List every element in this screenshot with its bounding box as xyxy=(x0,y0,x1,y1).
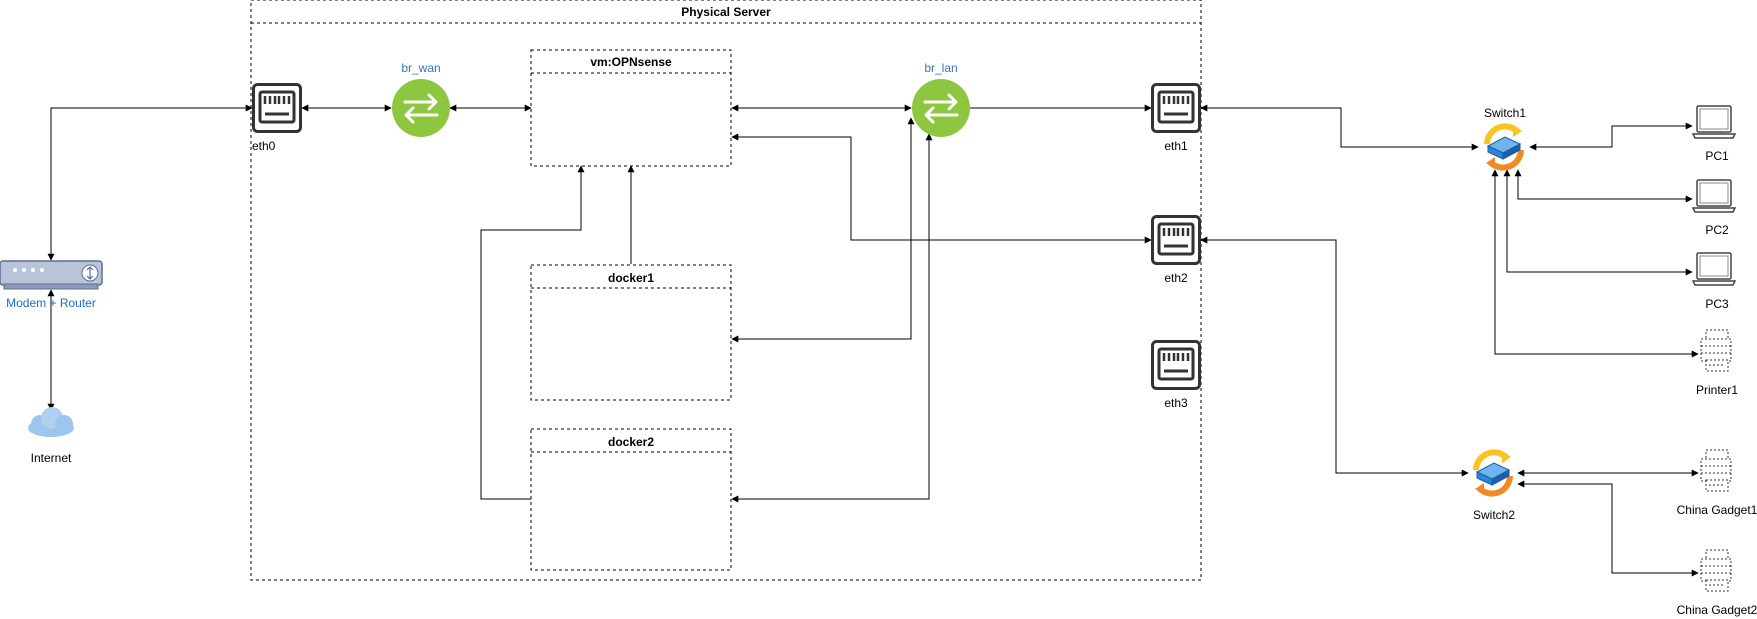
bridge-icon xyxy=(911,78,971,138)
laptop-icon xyxy=(1692,179,1736,213)
port-eth0: eth0 xyxy=(252,83,302,153)
switch2: Switch2 xyxy=(1473,451,1515,522)
vm-opnsense-title: vm:OPNsense xyxy=(590,55,672,69)
pc1-label: PC1 xyxy=(1705,149,1729,163)
switch-icon xyxy=(1475,451,1511,495)
vm-opnsense-container: vm:OPNsense xyxy=(530,49,732,167)
link-eth2-switch2 xyxy=(1200,236,1469,477)
switch-icon xyxy=(1486,125,1522,169)
pc2-label: PC2 xyxy=(1705,223,1729,237)
port-eth2-label: eth2 xyxy=(1164,271,1188,285)
link-modem-eth0 xyxy=(47,104,253,261)
modem-icon xyxy=(0,260,103,290)
link-eth1-switch1 xyxy=(1200,104,1479,151)
bridge-br-wan-label: br_wan xyxy=(401,61,440,75)
gadget-icon xyxy=(1700,449,1732,492)
docker2-title: docker2 xyxy=(608,435,654,449)
switch1-label: Switch1 xyxy=(1484,106,1526,120)
bridge-br-lan: br_lan xyxy=(911,61,971,138)
laptop-icon xyxy=(1692,252,1736,286)
link-switch1-pc3 xyxy=(1503,169,1693,276)
printer1: Printer1 xyxy=(1696,329,1738,397)
china-gadget1-label: China Gadget1 xyxy=(1677,503,1757,517)
link-switch1-pc1 xyxy=(1529,122,1693,151)
port-eth1-label: eth1 xyxy=(1164,139,1188,153)
china-gadget2: China Gadget2 xyxy=(1677,549,1757,617)
pc3: PC3 xyxy=(1692,252,1736,311)
switch2-label: Switch2 xyxy=(1473,508,1515,522)
port-eth2: eth2 xyxy=(1151,215,1201,285)
docker1-title: docker1 xyxy=(608,271,654,285)
port-eth1: eth1 xyxy=(1151,83,1201,153)
printer-icon xyxy=(1700,329,1732,372)
port-eth3: eth3 xyxy=(1151,340,1201,410)
pc3-label: PC3 xyxy=(1705,297,1729,311)
modem-router: Modem + Router xyxy=(0,260,103,310)
printer1-label: Printer1 xyxy=(1696,383,1738,397)
physical-server-title: Physical Server xyxy=(681,5,771,19)
bridge-icon xyxy=(391,78,451,138)
docker1-container: docker1 xyxy=(530,264,732,401)
link-docker2-vm xyxy=(480,165,585,500)
bridge-br-wan: br_wan xyxy=(391,61,451,138)
ethernet-port-icon xyxy=(252,83,302,133)
ethernet-port-icon xyxy=(1151,340,1201,390)
ethernet-port-icon xyxy=(1151,83,1201,133)
docker2-container: docker2 xyxy=(530,428,732,571)
pc2: PC2 xyxy=(1692,179,1736,237)
gadget-icon xyxy=(1700,549,1732,592)
port-eth0-label: eth0 xyxy=(252,139,276,153)
port-eth3-label: eth3 xyxy=(1164,396,1188,410)
switch1: Switch1 xyxy=(1484,106,1526,169)
link-switch1-printer1 xyxy=(1491,169,1699,358)
china-gadget2-label: China Gadget2 xyxy=(1677,603,1757,617)
link-docker2-brlan xyxy=(731,133,933,503)
internet: Internet xyxy=(28,407,74,465)
china-gadget1: China Gadget1 xyxy=(1677,449,1757,517)
pc1: PC1 xyxy=(1692,105,1736,163)
modem-router-label: Modem + Router xyxy=(6,296,96,310)
cloud-icon xyxy=(28,407,74,437)
laptop-icon xyxy=(1692,105,1736,139)
bridge-br-lan-label: br_lan xyxy=(924,61,957,75)
internet-label: Internet xyxy=(31,451,72,465)
link-switch2-gadget2 xyxy=(1517,480,1699,577)
link-switch1-pc2 xyxy=(1514,169,1693,203)
ethernet-port-icon xyxy=(1151,215,1201,265)
connectors xyxy=(47,104,1699,577)
